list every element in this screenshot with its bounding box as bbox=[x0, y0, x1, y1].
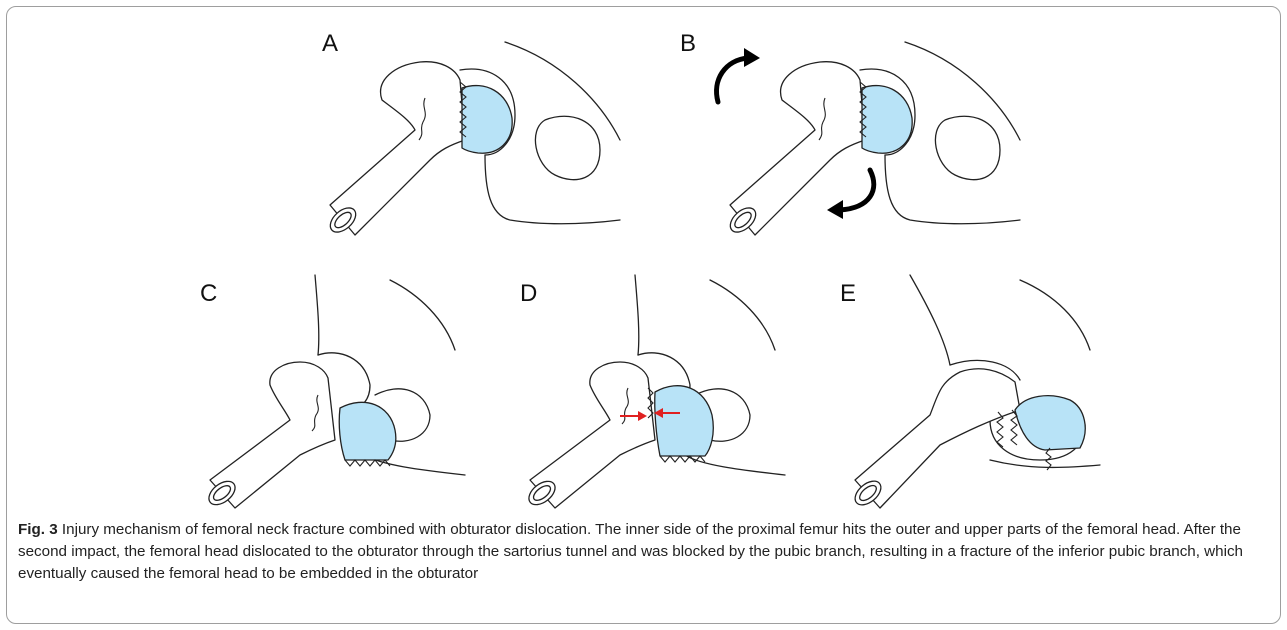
fracture-line bbox=[1011, 410, 1017, 445]
ilium-outline bbox=[635, 275, 639, 355]
panel-a-drawing bbox=[300, 20, 660, 250]
femoral-head bbox=[1015, 396, 1085, 450]
ilium-outline bbox=[910, 275, 950, 365]
pubic-ramus bbox=[685, 455, 785, 475]
panel-d: D bbox=[520, 270, 810, 510]
panel-b: B bbox=[700, 20, 1060, 250]
panel-e: E bbox=[840, 270, 1130, 510]
figure-label: Fig. 3 bbox=[18, 521, 58, 538]
ilium-outline bbox=[315, 275, 319, 355]
panel-a: A bbox=[300, 20, 660, 250]
caption-text: Injury mechanism of femoral neck fractur… bbox=[18, 521, 1243, 582]
ilium-outline bbox=[505, 42, 620, 140]
figure-caption: Fig. 3 Injury mechanism of femoral neck … bbox=[18, 519, 1268, 585]
panel-c: C bbox=[200, 270, 490, 510]
obturator-foramen bbox=[935, 116, 1000, 179]
pubic-ramus bbox=[885, 155, 1020, 224]
femoral-head bbox=[655, 386, 714, 456]
ilium-outline bbox=[905, 42, 1020, 140]
panel-b-drawing bbox=[700, 20, 1060, 250]
panel-c-drawing bbox=[200, 270, 490, 510]
femoral-head bbox=[462, 86, 512, 154]
rotation-arrow-bottom-icon bbox=[840, 170, 874, 210]
panel-label-b: B bbox=[680, 32, 696, 56]
rotation-arrow-top-icon bbox=[717, 58, 748, 102]
panel-d-drawing bbox=[520, 270, 810, 510]
panel-e-drawing bbox=[840, 270, 1130, 510]
pubic-ramus bbox=[485, 155, 620, 224]
obturator-foramen bbox=[535, 116, 600, 179]
femoral-head bbox=[339, 402, 396, 460]
rotation-arrow-bottom-head-icon bbox=[827, 200, 843, 219]
rotation-arrow-top-head-icon bbox=[744, 48, 760, 67]
femoral-head bbox=[862, 86, 912, 154]
pubic-ramus bbox=[990, 460, 1100, 467]
